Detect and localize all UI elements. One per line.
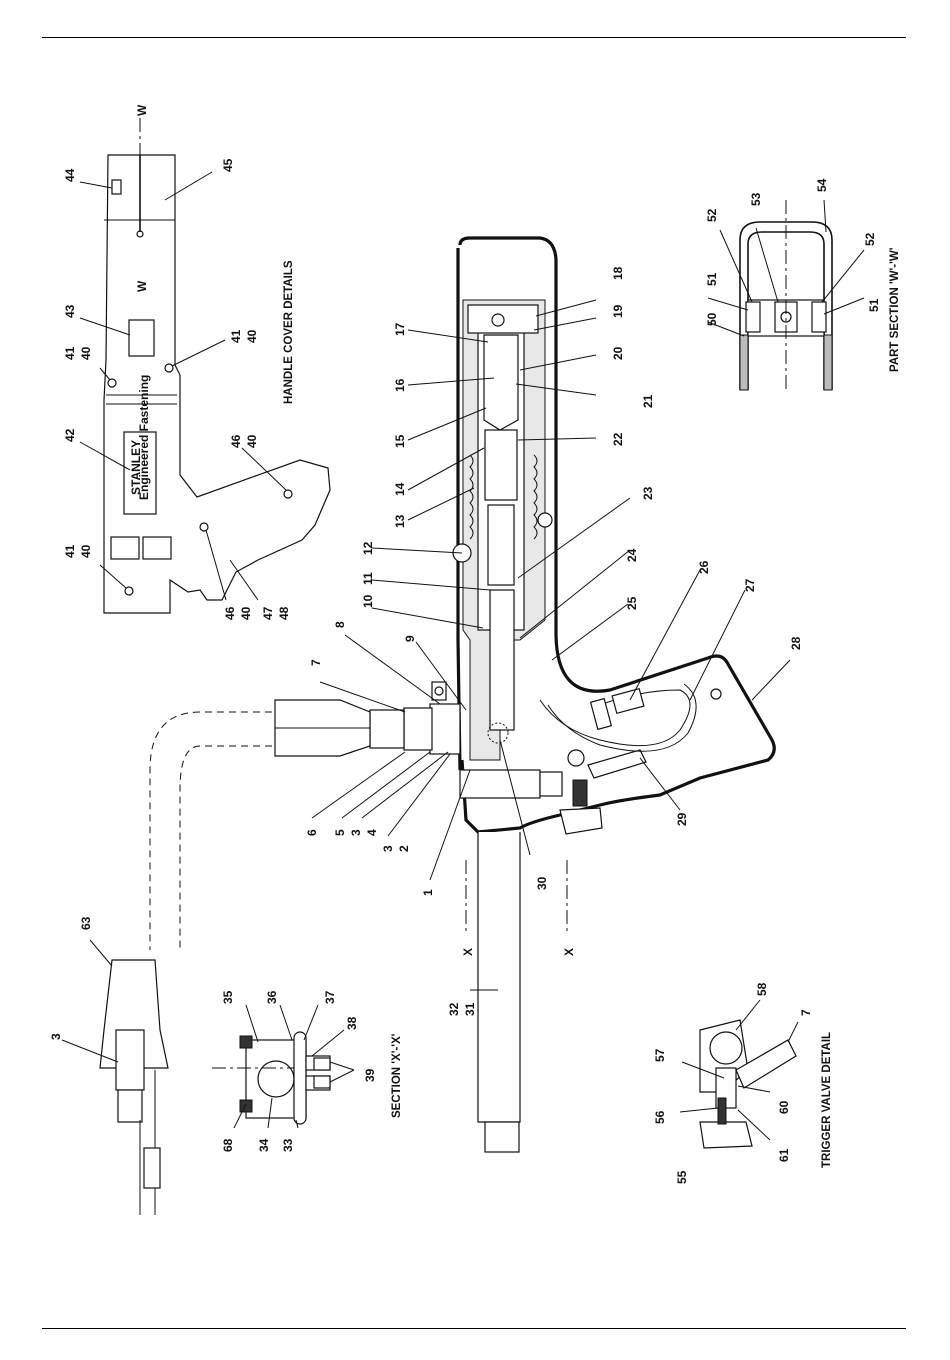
callout-20: 20 bbox=[611, 346, 625, 360]
callout-39: 39 bbox=[363, 1068, 377, 1082]
callout-40-e: 40 bbox=[239, 606, 253, 620]
callout-40-c: 40 bbox=[245, 434, 259, 448]
callout-51-a: 51 bbox=[705, 272, 719, 286]
callout-54: 54 bbox=[815, 178, 829, 192]
callout-32: 32 bbox=[447, 1002, 461, 1016]
callout-25: 25 bbox=[625, 596, 639, 610]
callout-4: 4 bbox=[365, 829, 379, 836]
callout-28: 28 bbox=[789, 636, 803, 650]
section-mark-w-mid: W bbox=[135, 280, 149, 292]
callout-19: 19 bbox=[611, 304, 625, 318]
section-mark-x-right: X bbox=[562, 948, 576, 956]
callout-56: 56 bbox=[653, 1110, 667, 1124]
callout-41-b: 41 bbox=[229, 329, 243, 343]
callout-60: 60 bbox=[777, 1100, 791, 1114]
callout-7: 7 bbox=[309, 659, 323, 666]
hose-end-drawing bbox=[99, 959, 169, 1215]
callout-50: 50 bbox=[705, 312, 719, 326]
callout-40-b: 40 bbox=[245, 329, 259, 343]
caption-section-x: SECTION 'X'-'X' bbox=[391, 1033, 403, 1118]
callout-34: 34 bbox=[257, 1138, 271, 1152]
callout-47: 47 bbox=[261, 606, 275, 620]
callout-68: 68 bbox=[221, 1138, 235, 1152]
section-marks: W W X X bbox=[135, 104, 576, 956]
callout-35: 35 bbox=[221, 990, 235, 1004]
section-mark-x-left: X bbox=[461, 948, 475, 956]
callout-labels: 44 45 43 41 40 41 40 42 46 40 41 40 46 4… bbox=[49, 158, 881, 1184]
callout-41-c: 41 bbox=[63, 544, 77, 558]
callout-52-a: 52 bbox=[705, 208, 719, 222]
callout-13: 13 bbox=[393, 514, 407, 528]
callout-58: 58 bbox=[755, 982, 769, 996]
callout-18: 18 bbox=[611, 266, 625, 280]
callout-37: 37 bbox=[323, 990, 337, 1004]
callout-17: 17 bbox=[393, 322, 407, 336]
callout-8: 8 bbox=[333, 621, 347, 628]
callout-26: 26 bbox=[697, 560, 711, 574]
callout-16: 16 bbox=[393, 378, 407, 392]
callout-40-a: 40 bbox=[79, 346, 93, 360]
callout-24: 24 bbox=[625, 548, 639, 562]
callout-29: 29 bbox=[675, 812, 689, 826]
callout-46-a: 46 bbox=[229, 434, 243, 448]
callout-51-b: 51 bbox=[867, 298, 881, 312]
handle-cover-drawing: STANLEY Engineered Fastening bbox=[103, 118, 331, 614]
part-section-w-drawing bbox=[739, 200, 833, 391]
callout-1: 1 bbox=[421, 889, 435, 896]
caption-trigger-valve: TRIGGER VALVE DETAIL bbox=[821, 1032, 833, 1168]
callout-10: 10 bbox=[361, 594, 375, 608]
callout-2: 2 bbox=[397, 845, 411, 852]
callout-45: 45 bbox=[221, 158, 235, 172]
trigger-valve-drawing bbox=[699, 1019, 797, 1149]
callout-3-c: 3 bbox=[49, 1033, 63, 1040]
callout-61: 61 bbox=[777, 1148, 791, 1162]
callout-3-a: 3 bbox=[349, 829, 363, 836]
captions: HANDLE COVER DETAILS PART SECTION 'W'-'W… bbox=[283, 247, 901, 1168]
callout-5: 5 bbox=[333, 829, 347, 836]
callout-3-b: 3 bbox=[381, 845, 395, 852]
callout-55: 55 bbox=[675, 1170, 689, 1184]
main-tool-body bbox=[149, 236, 776, 1153]
callout-12: 12 bbox=[361, 541, 375, 555]
top-rule bbox=[42, 37, 906, 38]
callout-44: 44 bbox=[63, 168, 77, 182]
callout-52-b: 52 bbox=[863, 232, 877, 246]
brand-tagline: Engineered Fastening bbox=[137, 375, 151, 500]
caption-handle-cover: HANDLE COVER DETAILS bbox=[283, 260, 295, 404]
callout-38: 38 bbox=[345, 1016, 359, 1030]
callout-43: 43 bbox=[63, 304, 77, 318]
callout-33: 33 bbox=[281, 1138, 295, 1152]
callout-48: 48 bbox=[277, 606, 291, 620]
callout-42: 42 bbox=[63, 428, 77, 442]
callout-40-d: 40 bbox=[79, 544, 93, 558]
callout-57: 57 bbox=[653, 1048, 667, 1062]
section-mark-w-top: W bbox=[135, 104, 149, 116]
callout-6: 6 bbox=[305, 829, 319, 836]
callout-30: 30 bbox=[535, 876, 549, 890]
leader-lines bbox=[61, 171, 865, 1141]
caption-part-section-w: PART SECTION 'W'-'W' bbox=[889, 247, 901, 372]
callout-14: 14 bbox=[393, 482, 407, 496]
callout-15: 15 bbox=[393, 434, 407, 448]
callout-22: 22 bbox=[611, 432, 625, 446]
section-x-drawing bbox=[212, 1031, 331, 1125]
callout-31: 31 bbox=[463, 1002, 477, 1016]
callout-21: 21 bbox=[641, 394, 655, 408]
callout-23: 23 bbox=[641, 486, 655, 500]
callout-36: 36 bbox=[265, 990, 279, 1004]
callout-11: 11 bbox=[361, 572, 375, 585]
callout-41-a: 41 bbox=[63, 346, 77, 360]
bottom-rule bbox=[42, 1328, 906, 1329]
callout-7-b: 7 bbox=[799, 1009, 813, 1016]
callout-63: 63 bbox=[79, 916, 93, 930]
callout-27: 27 bbox=[743, 578, 757, 592]
brand-name: STANLEY bbox=[129, 440, 143, 495]
callout-9: 9 bbox=[403, 635, 417, 642]
callout-53: 53 bbox=[749, 192, 763, 206]
callout-46-b: 46 bbox=[223, 606, 237, 620]
